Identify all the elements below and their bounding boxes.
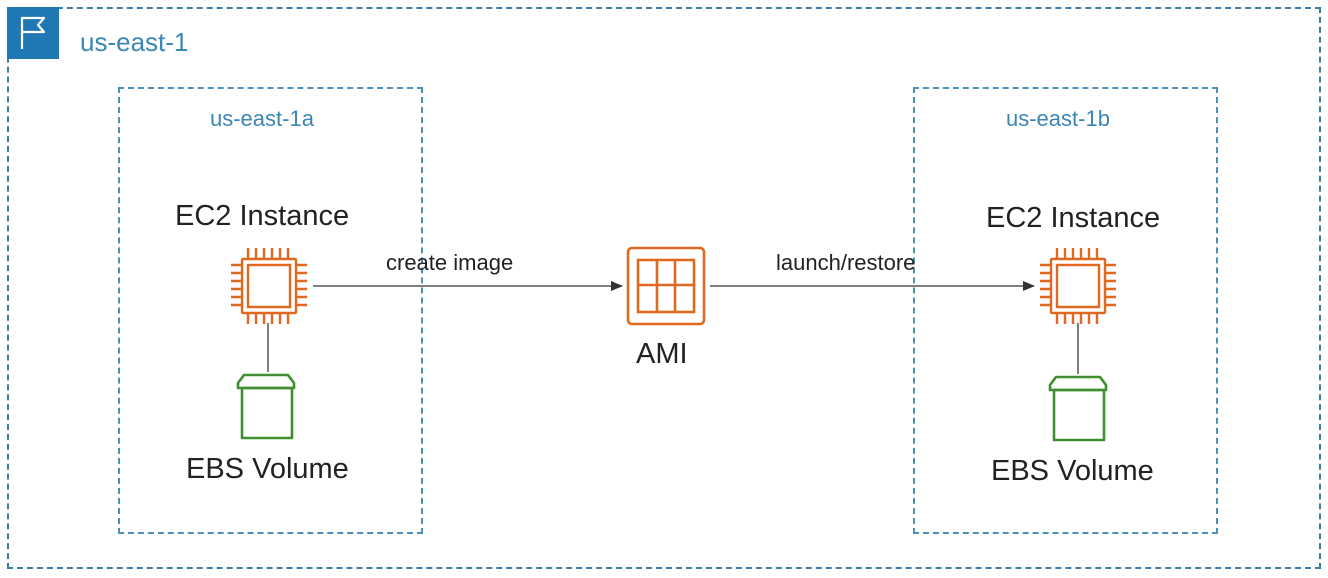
ec2-label-a: EC2 Instance xyxy=(175,200,350,232)
region-flag-icon xyxy=(7,7,59,59)
ebs-volume-icon-a xyxy=(236,373,296,440)
region-label: us-east-1 xyxy=(80,27,189,57)
ebs-label-a: EBS Volume xyxy=(186,453,349,485)
ami-label: AMI xyxy=(636,338,688,370)
ec2-chip-icon-a xyxy=(231,248,307,324)
ec2-label-b: EC2 Instance xyxy=(986,202,1161,234)
ebs-volume-icon-b xyxy=(1048,375,1108,442)
ec2-chip-icon-b xyxy=(1040,248,1116,324)
edge-label-launch: launch/restore xyxy=(776,250,916,275)
az-label-a: us-east-1a xyxy=(210,106,314,131)
az-box-b xyxy=(913,87,1218,534)
region-container xyxy=(7,7,1321,569)
az-box-a xyxy=(118,87,423,534)
edge-label-create: create image xyxy=(386,250,514,275)
az-label-b: us-east-1b xyxy=(1006,106,1110,131)
ebs-label-b: EBS Volume xyxy=(991,455,1154,487)
ami-icon xyxy=(626,246,706,326)
